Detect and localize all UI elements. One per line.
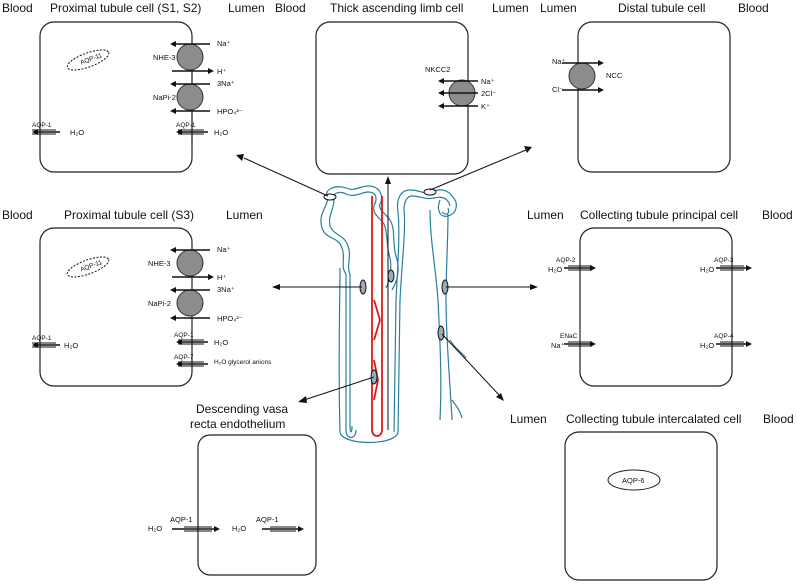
- cell-descending-vasa-recta: Descending vasa recta endothelium AQP-1 …: [148, 402, 317, 576]
- aqp11-organelle: [66, 49, 110, 71]
- pointer-arrows: [236, 146, 538, 430]
- ion-hpo4: HPO₄²⁻: [217, 107, 243, 116]
- water-right: H₂O: [232, 524, 246, 533]
- cell-body: [197, 434, 317, 576]
- aqp4-label: AQP-4: [714, 333, 734, 340]
- water-aqp3: H₂O: [700, 265, 714, 274]
- side-label-lumen: Lumen: [492, 1, 529, 15]
- napi2-label: NaPi-2: [153, 93, 176, 102]
- nephron-tubule: [320, 185, 467, 444]
- ncc-transporter: [568, 62, 596, 90]
- water-aqp2: H₂O: [548, 265, 562, 274]
- cell-title-line1: Descending vasa: [196, 402, 288, 416]
- marker-oval: [437, 325, 445, 341]
- napi2-transporter: [176, 83, 204, 111]
- cell-body: [564, 431, 718, 581]
- ion-hpo4: HPO₄²⁻: [217, 314, 243, 323]
- side-label-lumen: Lumen: [527, 208, 564, 222]
- side-label-lumen: Lumen: [228, 1, 265, 15]
- cell-title-line2: recta endothelium: [190, 417, 285, 431]
- enac-label: ENaC: [560, 333, 578, 340]
- ion-na: Na⁺: [552, 57, 566, 66]
- side-label-blood: Blood: [2, 208, 33, 222]
- nhe3-transporter: [176, 249, 204, 277]
- side-label-lumen: Lumen: [540, 1, 577, 15]
- aqp6-label: AQP-6: [622, 476, 645, 485]
- aqp1-left-label: AQP-1: [170, 515, 193, 524]
- cell-body: [577, 21, 731, 173]
- aqp1-baso-label: AQP-1: [32, 335, 52, 342]
- aqp1-apical-label: AQP-1: [174, 332, 194, 339]
- cell-title: Distal tubule cell: [618, 1, 705, 15]
- water-apical: H₂O: [214, 338, 228, 347]
- aqp2-label: AQP-2: [556, 257, 576, 264]
- side-label-blood: Blood: [275, 1, 306, 15]
- side-label-blood: Blood: [738, 1, 769, 15]
- ion-na: Na⁺: [217, 245, 231, 254]
- cell-title: Collecting tubule intercalated cell: [566, 412, 741, 426]
- side-label-blood: Blood: [2, 1, 33, 15]
- water-baso: H₂O: [70, 128, 84, 137]
- cell-thick-ascending-limb: Blood Thick ascending limb cell Lumen NK…: [275, 1, 529, 175]
- water-baso: H₂O: [64, 341, 78, 350]
- cell-distal-tubule: Lumen Distal tubule cell Blood Na⁺ Cl⁻ N…: [540, 1, 769, 173]
- water-left: H₂O: [148, 524, 162, 533]
- aqp6-vesicle: [607, 469, 661, 491]
- aqp1-right-label: AQP-1: [256, 515, 279, 524]
- sodium-enac: Na⁺: [551, 341, 565, 350]
- nkcc2-label: NKCC2: [425, 65, 450, 74]
- ion-h: H⁺: [217, 67, 226, 76]
- cell-body: [579, 227, 733, 387]
- cell-collecting-principal: Lumen Collecting tubule principal cell B…: [527, 208, 793, 387]
- cell-body: [315, 21, 469, 175]
- cell-title: Collecting tubule principal cell: [580, 208, 738, 222]
- ion-cl: Cl⁻: [552, 85, 563, 94]
- side-label-lumen: Lumen: [226, 208, 263, 222]
- aqp7-label: AQP-7: [174, 354, 194, 361]
- marker-oval: [423, 188, 437, 196]
- cell-title: Proximal tubule cell (S1, S2): [50, 1, 201, 15]
- aqp7-solutes: H₂O glycerol anions: [214, 359, 272, 366]
- ncc-label: NCC: [606, 71, 623, 80]
- ion-3na: 3Na⁺: [217, 79, 235, 88]
- side-label-blood: Blood: [763, 412, 794, 426]
- aqp1-baso-label: AQP-1: [32, 122, 52, 129]
- nhe3-label: NHE-3: [148, 259, 171, 268]
- aqp3-label: AQP-3: [714, 257, 734, 264]
- cell-proximal-s1s2: Blood Proximal tubule cell (S1, S2) Lume…: [2, 1, 265, 173]
- cell-collecting-intercalated: Lumen Collecting tubule intercalated cel…: [510, 412, 794, 581]
- cell-proximal-s3: Blood Proximal tubule cell (S3) Lumen AQ…: [2, 208, 272, 387]
- side-label-lumen: Lumen: [510, 412, 547, 426]
- water-aqp4: H₂O: [700, 341, 714, 350]
- aqp11-organelle: [66, 256, 110, 278]
- napi2-transporter: [176, 289, 204, 317]
- nhe3-transporter: [176, 43, 204, 71]
- nhe3-label: NHE-3: [153, 53, 176, 62]
- aqp1-apical-label: AQP-1: [176, 122, 196, 129]
- ion-na: Na⁺: [481, 77, 495, 86]
- ion-2cl: 2Cl⁻: [481, 89, 496, 98]
- ion-k: K⁺: [481, 102, 490, 111]
- cell-title: Thick ascending limb cell: [330, 1, 463, 15]
- water-apical: H₂O: [214, 128, 228, 137]
- marker-oval: [387, 269, 395, 283]
- ion-h: H⁺: [217, 273, 226, 282]
- napi2-label: NaPi-2: [148, 299, 171, 308]
- ion-na: Na⁺: [217, 39, 231, 48]
- ion-3na: 3Na⁺: [217, 285, 235, 294]
- side-label-blood: Blood: [762, 208, 793, 222]
- cell-title: Proximal tubule cell (S3): [64, 208, 194, 222]
